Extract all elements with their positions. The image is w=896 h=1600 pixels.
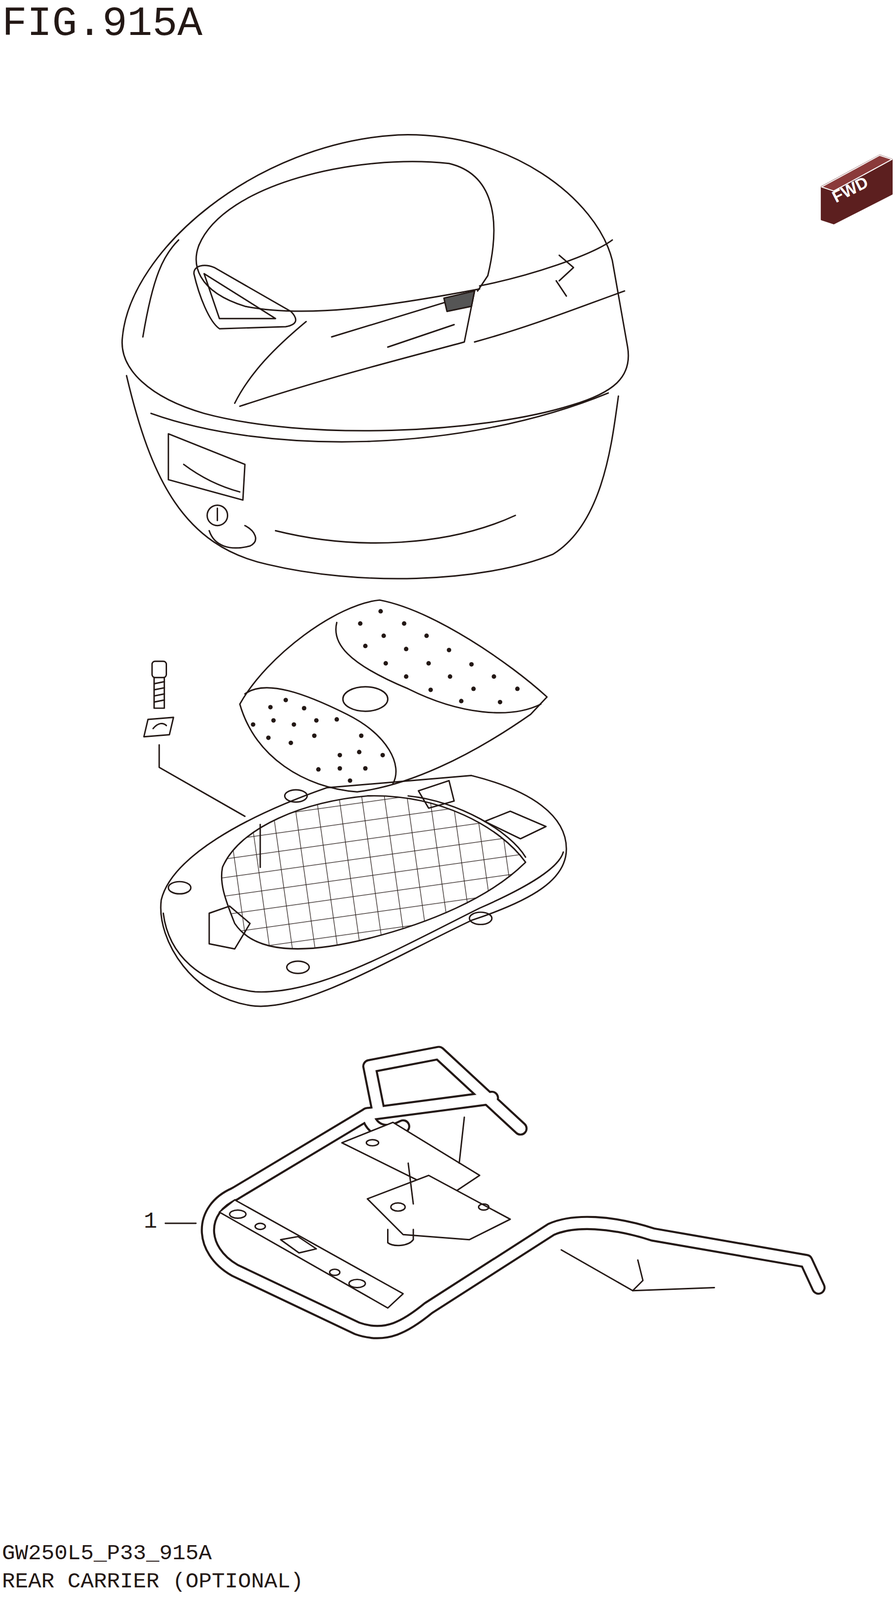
fwd-badge [821,155,893,224]
base-plate [160,776,567,1007]
figure-title: FIG.915A [1,0,203,48]
callout-number: 1 [143,1210,158,1235]
pad-plate [239,600,548,793]
top-case [121,135,628,579]
bolt-and-washer [143,661,261,868]
diagram-code: GW250L5_P33_915A [1,1542,212,1567]
rear-carrier [165,1053,819,1333]
figure-caption: REAR CARRIER (OPTIONAL) [1,1570,304,1595]
